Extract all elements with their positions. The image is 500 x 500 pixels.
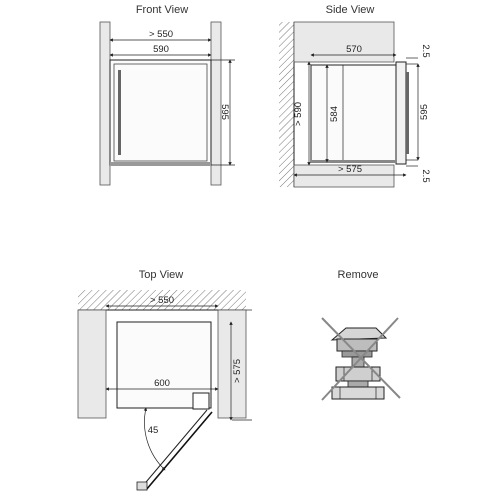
side-view: Side View 570 2.5 > 590 584 595 > 575 bbox=[279, 4, 431, 188]
clip-top-plate bbox=[330, 327, 388, 341]
front-door-frame bbox=[113, 63, 208, 162]
top-angle-label: 45 bbox=[148, 425, 159, 436]
side-base bbox=[311, 160, 396, 163]
top-hinge-block bbox=[192, 392, 210, 410]
top-swing-arc bbox=[143, 407, 166, 471]
side-door-handle bbox=[406, 72, 409, 154]
side-view-title: Side View bbox=[326, 4, 375, 16]
screw-stem-lower bbox=[347, 380, 369, 388]
side-bottom-gap-label: 2.5 bbox=[420, 169, 431, 182]
top-open-door-inner bbox=[140, 409, 208, 489]
side-top-gap-label: 2.5 bbox=[420, 44, 431, 57]
front-door-handle bbox=[118, 70, 121, 155]
front-left-cabinet-wall bbox=[99, 21, 111, 186]
front-appliance-body bbox=[109, 59, 212, 166]
side-back-wall-hatch bbox=[279, 22, 294, 187]
side-appliance-body bbox=[310, 64, 397, 163]
remove-cross-line-b bbox=[321, 317, 399, 401]
front-kick-plate bbox=[110, 162, 211, 166]
side-door-panel bbox=[395, 61, 407, 165]
front-view: Front View > 550 590 595 bbox=[99, 4, 235, 186]
front-height-label: 595 bbox=[219, 104, 230, 120]
remove-view-title: Remove bbox=[338, 269, 379, 281]
remove-view: Remove bbox=[321, 269, 401, 401]
top-left-cabinet bbox=[77, 309, 107, 419]
side-body-height-label: 584 bbox=[329, 106, 340, 122]
side-upper-cabinet bbox=[293, 21, 395, 63]
front-view-title: Front View bbox=[136, 4, 188, 16]
top-view-title: Top View bbox=[139, 269, 183, 281]
top-open-door bbox=[145, 411, 213, 491]
top-door-handle bbox=[136, 481, 148, 491]
side-opening-depth-label: > 575 bbox=[338, 164, 362, 175]
top-opening-width-label: > 550 bbox=[150, 295, 174, 306]
side-height-label: 595 bbox=[419, 104, 430, 120]
top-width-label: 600 bbox=[154, 378, 170, 389]
side-depth-label: 570 bbox=[346, 44, 362, 55]
adjustable-foot bbox=[331, 386, 385, 400]
top-depth-label: > 575 bbox=[232, 359, 243, 383]
front-opening-width-label: > 550 bbox=[149, 29, 173, 40]
side-opening-height-label: > 590 bbox=[293, 102, 304, 126]
front-width-label: 590 bbox=[153, 44, 169, 55]
top-view: Top View > 550 600 > 575 45 bbox=[77, 269, 252, 491]
